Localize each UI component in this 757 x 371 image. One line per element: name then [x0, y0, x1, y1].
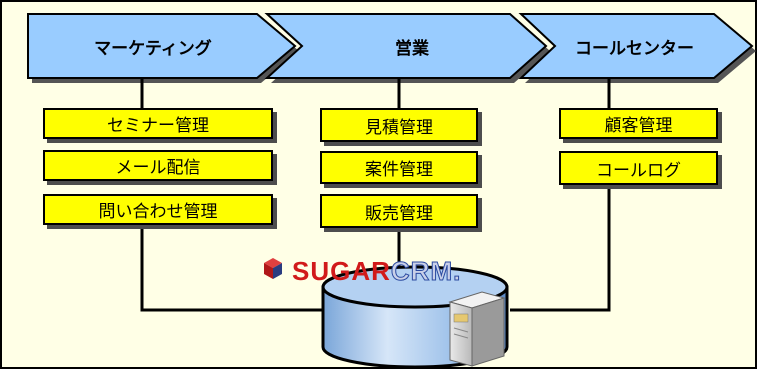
box-email-delivery: メール配信 [43, 150, 273, 181]
logo-suffix: . [453, 255, 462, 286]
box-project-management: 案件管理 [320, 151, 478, 184]
box-sales-management: 販売管理 [320, 194, 478, 228]
phase-label-marketing: マーケティング [94, 38, 212, 59]
chevron-marketing [27, 13, 297, 79]
sugarcrm-cube-icon [264, 258, 282, 279]
logo-part-crm: CRM [390, 255, 454, 286]
phase-label-callcenter: コールセンター [575, 38, 694, 59]
box-customer-management: 顧客管理 [559, 108, 718, 139]
logo-part-sugar: SUGAR [292, 255, 391, 286]
server-icon [448, 291, 506, 367]
box-seminar-management: セミナー管理 [43, 108, 273, 139]
box-inquiry-management: 問い合わせ管理 [43, 194, 273, 225]
connector-lines [140, 78, 611, 312]
chevron-sales [264, 13, 548, 79]
box-estimate-management: 見積管理 [320, 108, 478, 142]
chevron-callcenter [518, 13, 754, 79]
sugarcrm-logo: SUGARCRM. [264, 255, 462, 287]
logo-wordmark: SUGARCRM. [292, 255, 462, 287]
phase-label-sales: 営業 [395, 38, 429, 59]
box-call-log: コールログ [559, 151, 718, 185]
